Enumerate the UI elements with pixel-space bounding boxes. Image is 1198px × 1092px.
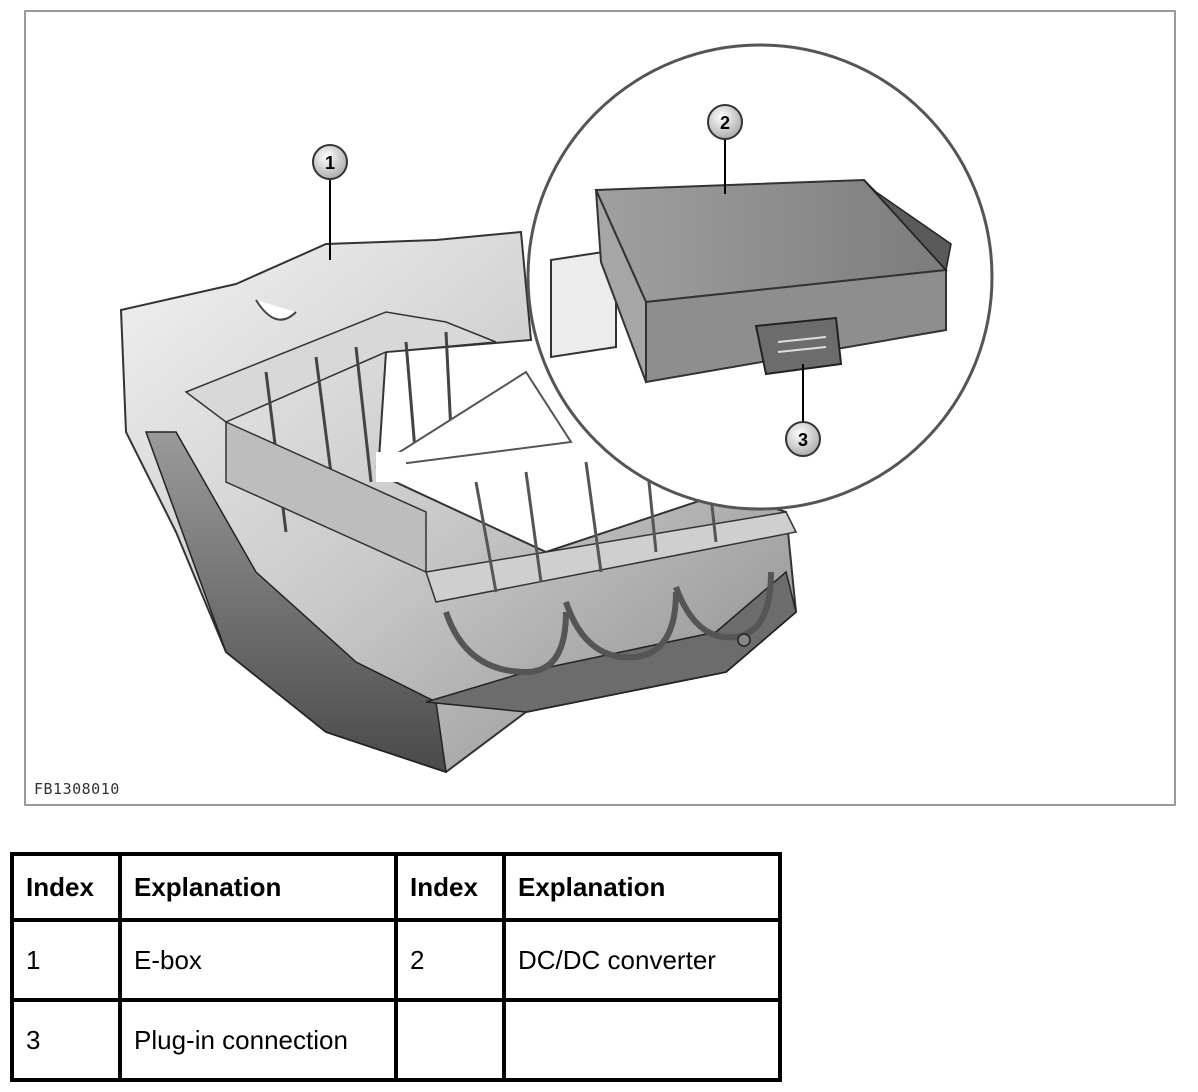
cell-explanation: DC/DC converter <box>502 918 782 1002</box>
svg-text:3: 3 <box>798 430 808 450</box>
cell-index: 3 <box>10 998 122 1082</box>
cell-explanation <box>502 998 782 1082</box>
header-index-2: Index <box>394 852 506 922</box>
callout-3: 3 <box>785 421 821 457</box>
legend-table: Index Explanation Index Explanation 1 E-… <box>10 852 782 1082</box>
cell-explanation: Plug-in connection <box>118 998 398 1082</box>
figure-code: FB1308010 <box>34 780 120 798</box>
cell-index <box>394 998 506 1082</box>
callout-2: 2 <box>707 104 743 140</box>
header-explanation-1: Explanation <box>118 852 398 922</box>
cell-index: 2 <box>394 918 506 1002</box>
ebox-housing <box>119 230 798 774</box>
cell-index: 1 <box>10 918 122 1002</box>
callout-1: 1 <box>312 144 348 180</box>
figure-frame: 1 2 3 FB1308010 <box>24 10 1176 806</box>
cell-explanation: E-box <box>118 918 398 1002</box>
ebox-illustration: 1 2 3 <box>119 43 994 774</box>
magnifier-detail <box>375 43 994 511</box>
header-explanation-2: Explanation <box>502 852 782 922</box>
callout-leaders <box>329 140 804 424</box>
header-index-1: Index <box>10 852 122 922</box>
dcdc-converter <box>550 178 952 384</box>
svg-text:2: 2 <box>720 113 730 133</box>
legend-header-row: Index Explanation Index Explanation <box>10 852 782 922</box>
plug-in-connection <box>754 316 843 376</box>
table-row: 3 Plug-in connection <box>10 998 782 1082</box>
table-row: 1 E-box 2 DC/DC converter <box>10 918 782 1002</box>
svg-text:1: 1 <box>325 153 335 173</box>
